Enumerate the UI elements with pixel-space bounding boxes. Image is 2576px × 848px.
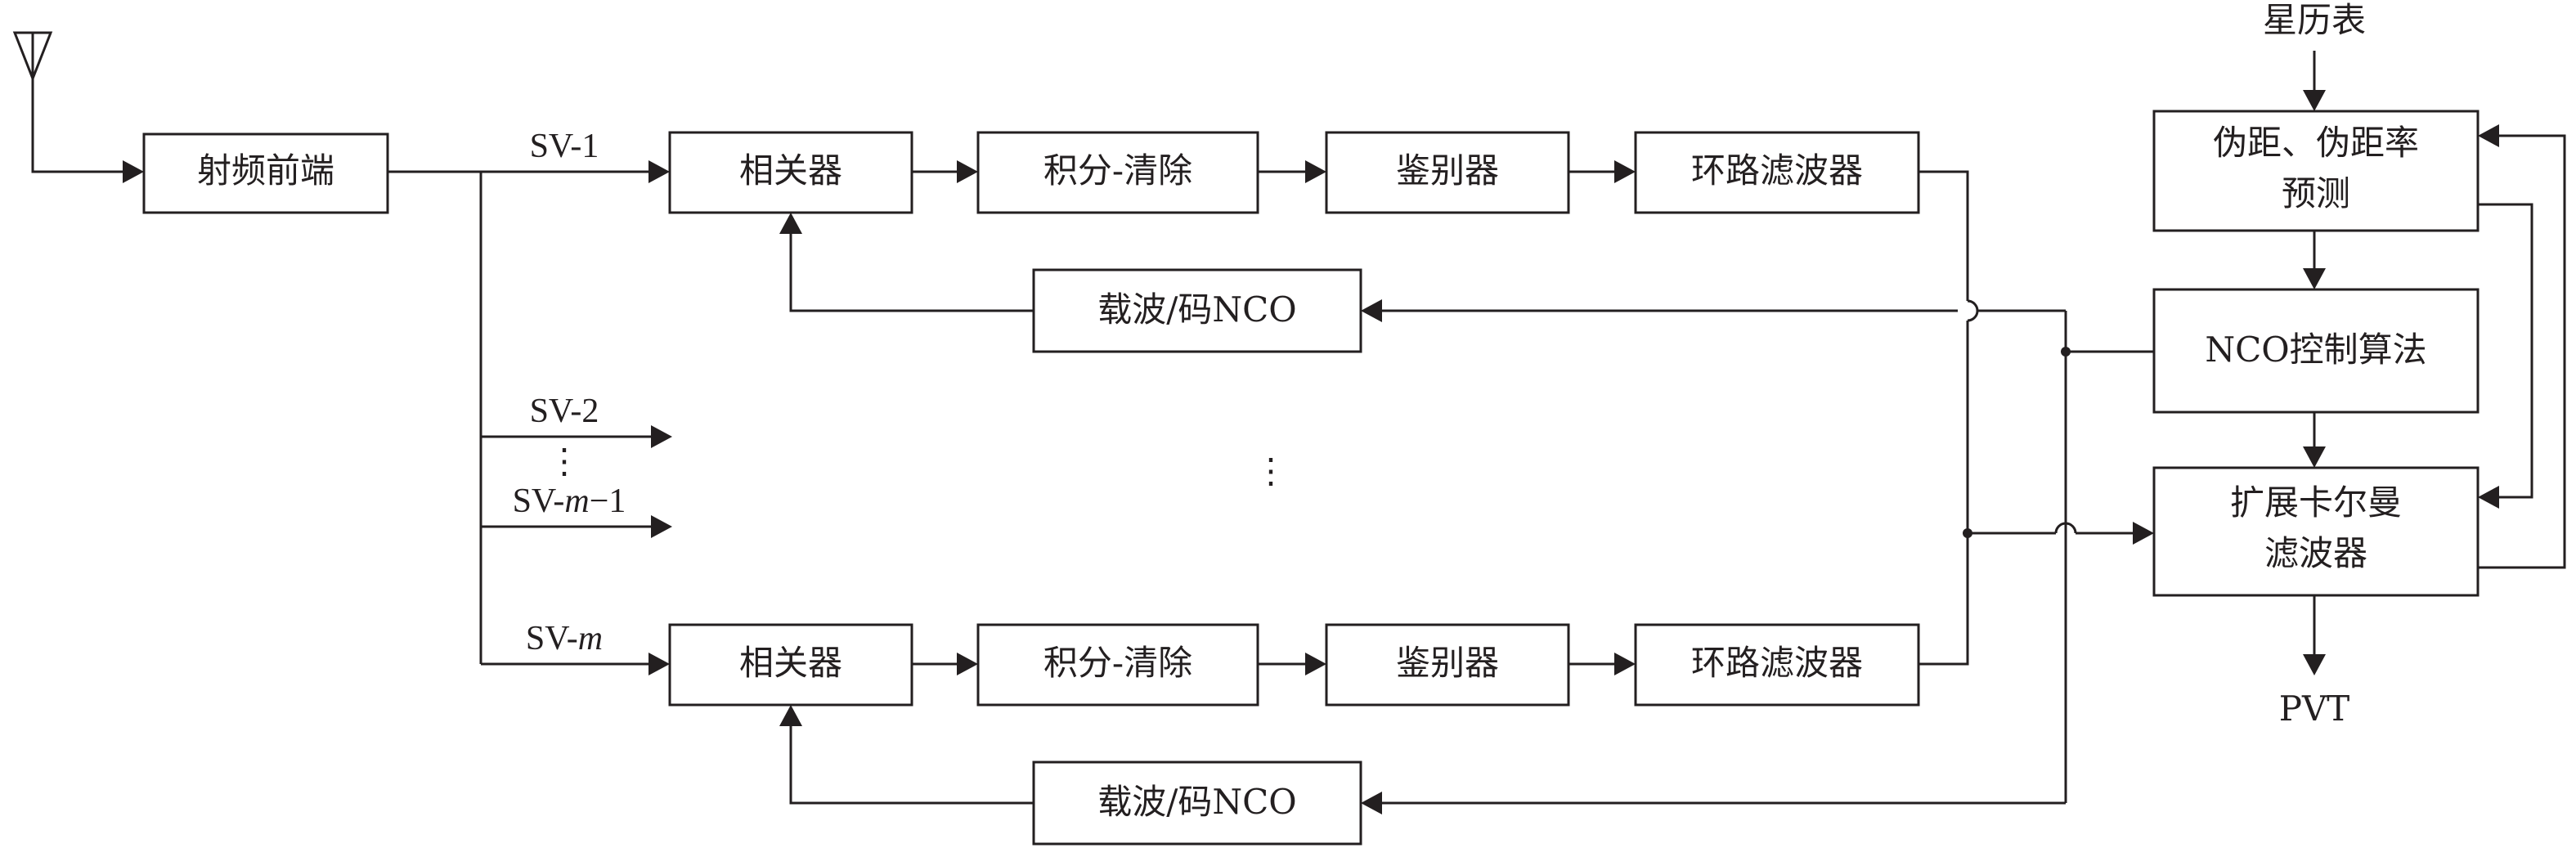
loop-filter-m-block	[1634, 623, 1920, 707]
antenna-to-rf-wire	[31, 79, 126, 173]
loop-filter-m-label: 环路滤波器	[1691, 643, 1863, 683]
loop-filter-m-output-wire	[1919, 533, 1969, 666]
channel-vertical-ellipsis: ⋮	[1254, 451, 1288, 491]
loop-filter-1-label: 环路滤波器	[1691, 150, 1863, 191]
sv2-label: SV-2	[530, 393, 599, 430]
pseudorange-prediction-block	[2152, 110, 2480, 232]
loop-filter-1-block	[1634, 131, 1920, 214]
arrow-into-integrate-1	[957, 160, 978, 183]
correlator-1-label: 相关器	[739, 150, 842, 191]
rf-front-end-label: 射频前端	[197, 150, 334, 191]
arrow-into-discriminator-1	[1305, 160, 1326, 183]
arrow-into-discriminator-m	[1305, 653, 1326, 675]
arrow-into-loop-filter-m	[1614, 653, 1636, 675]
arrow-ncom-to-correlatorm	[779, 705, 802, 726]
ekf-block	[2152, 466, 2480, 597]
arrow-into-integrate-m	[957, 653, 978, 675]
ekf-line1: 扩展卡尔曼	[2230, 482, 2402, 523]
arrow-into-correlator-m	[648, 653, 670, 675]
svm-label: SV-m	[526, 620, 603, 657]
nco-1-label: 载波/码NCO	[1097, 289, 1296, 330]
ekf-to-prediction-feedback	[2478, 134, 2566, 569]
integrate-dump-1-label: 积分-清除	[1043, 150, 1192, 191]
correlator-m-label: 相关器	[739, 643, 842, 683]
channel-m: 相关器 积分-清除 鉴别器 环路滤波器 载波/码NCO	[668, 623, 1920, 846]
nco-control-block	[2152, 288, 2480, 414]
discriminator-1-block	[1325, 131, 1570, 214]
arrow-into-nco-1	[1361, 299, 1382, 322]
arrow-sv2	[651, 425, 672, 448]
arrow-into-rf	[123, 160, 144, 183]
sv-vertical-ellipsis: ⋮	[547, 441, 581, 481]
pseudorange-prediction-line2: 预测	[2282, 173, 2350, 213]
pseudorange-prediction-line1: 伪距、伪距率	[2213, 123, 2419, 163]
arrow-into-ekf	[2133, 522, 2154, 545]
rf-front-end-block: 射频前端	[142, 132, 389, 214]
svm-1-label: SV-m−1	[513, 482, 626, 520]
discriminator-1-label: 鉴别器	[1396, 150, 1499, 191]
arrow-into-nco-m	[1361, 792, 1382, 814]
nco-m-block	[1032, 761, 1362, 846]
arrow-into-correlator-1	[648, 160, 670, 183]
arrow-into-prediction	[2303, 90, 2326, 111]
prediction-to-ekf-feedforward	[2478, 203, 2533, 499]
arrow-into-loop-filter-1	[1614, 160, 1636, 183]
channel-1: 相关器 积分-清除 鉴别器 环路滤波器 载波/码NCO	[668, 131, 1920, 353]
arrow-ekf-to-prediction	[2478, 124, 2499, 147]
arrow-into-nco-control	[2303, 268, 2326, 289]
ephemeris-label: 星历表	[2263, 0, 2366, 40]
sv1-label: SV-1	[530, 128, 599, 165]
nco-1-block	[1032, 268, 1362, 353]
arrow-svm-1	[651, 515, 672, 538]
nco-m-label: 载波/码NCO	[1097, 782, 1296, 822]
arrow-nco1-to-correlator1	[779, 213, 802, 234]
integrate-dump-1-block	[976, 131, 1259, 214]
pvt-label: PVT	[2279, 689, 2350, 729]
ekf-line2: 滤波器	[2264, 533, 2367, 573]
integrate-dump-m-label: 积分-清除	[1043, 643, 1192, 683]
discriminator-m-block	[1325, 623, 1570, 707]
discriminator-m-label: 鉴别器	[1396, 643, 1499, 683]
nco-control-label: NCO控制算法	[2205, 330, 2426, 370]
arrow-prediction-to-ekf	[2478, 486, 2499, 509]
loop-filter-1-output-wire	[1919, 170, 1969, 301]
arrow-to-pvt	[2303, 654, 2326, 675]
correlator-m-block	[668, 623, 913, 707]
arrow-into-ekf-top	[2303, 446, 2326, 468]
